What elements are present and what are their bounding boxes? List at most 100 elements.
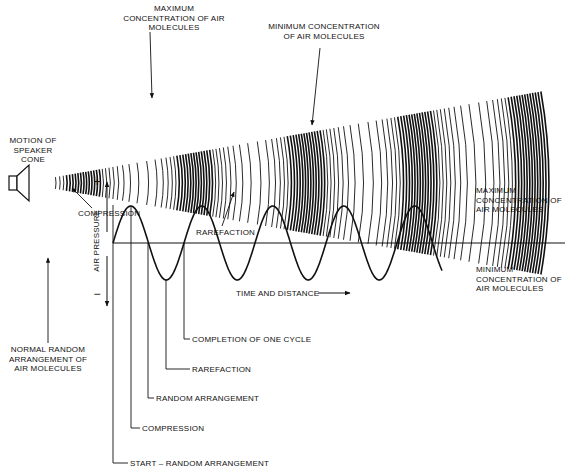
wavefront-arc [74,174,76,193]
wavefront-arc [299,134,303,232]
wavefront-arc [338,127,343,239]
wavefront-arc [193,153,196,213]
wavefront-arc [137,163,139,204]
wavefront-arc [326,129,331,236]
wavefront-arc [449,108,456,258]
wavefront-arc [437,110,443,256]
wavefront-arc [444,109,451,258]
wavefront-arc [290,136,294,231]
wavefront-arc [391,118,397,248]
time-arrow [318,293,350,294]
wavefront-arc [77,173,79,193]
callout-label: COMPLETION OF ONE CYCLE [192,335,332,345]
minus-arrow [107,256,108,306]
wavefront-arc [59,176,61,189]
wavefront-arc [368,122,373,244]
wavefront-arc [63,176,65,191]
wavefront-arc [296,135,300,232]
wavefront-arc [174,156,176,209]
wavefront-arc [170,157,172,209]
callout-label: RANDOM ARRANGEMENT [156,394,276,404]
wavefront-arc [223,148,226,219]
wavefront-arc [312,132,316,234]
wavefront-arc [177,156,179,211]
wavefront-arc [233,146,236,220]
wavefront-arc [69,175,71,192]
wavefront-arc [210,150,213,216]
wavefront-arc [323,130,328,236]
wavefront-arc [199,152,202,214]
wavefront-arc [147,161,149,205]
wavefront-arc [376,121,381,246]
callout-label: RAREFACTION [196,228,266,238]
wavefront-arc [501,98,508,267]
wavefront-arc [440,109,446,257]
wavefront-arc [213,149,216,216]
wavefront-arc [183,155,185,212]
callout-label: AIR PRESSURE [92,206,102,276]
wavefront-arc [434,110,440,255]
wavefront-arc [80,173,83,194]
callout-label: − [92,290,102,300]
wavefront-arc [129,164,131,202]
wavefront-arc [320,130,325,235]
wavefront-arc [257,142,261,225]
wavefront-arc [454,107,461,259]
wavefront-arc [155,160,157,207]
wavefront-arc [306,133,310,233]
wavefront-arc [317,131,322,235]
callout-label: MINIMUM CONCENTRATION OF AIR MOLECULES [476,265,566,294]
callout-label: TIME AND DISTANCE [236,289,326,299]
plus-arrow [107,182,108,232]
wavefront-arc [66,175,68,191]
wavefront-arc [239,145,242,222]
wavefront-arc [166,158,168,209]
wavefront-arc [461,106,468,261]
wavefront-arc [85,172,88,194]
wavefront-arc [102,169,103,197]
wavefront-arc [91,171,92,195]
callout-label: MAXIMUM CONCENTRATION OF AIR MOLECULES [476,186,566,215]
wavefront-arc [334,128,339,238]
wavefront-arc [117,166,118,200]
wavefront-arc [161,158,163,207]
wavefront-arc [314,131,319,234]
callout-label: + [92,178,102,188]
wavefront-arc [344,126,349,239]
wavefront-arc [180,155,182,211]
wavefront-arc [122,165,124,200]
wavefront-arc [382,119,388,246]
wavefront-arc [216,149,219,217]
wavefront-arc [55,177,57,189]
wavefront-arc [188,154,191,213]
wavefront-arc [204,151,207,215]
wavefront-arc [248,143,251,223]
wavefront-arc [196,152,199,213]
wavefront-arc [201,151,204,214]
wavefront-arc [350,125,355,241]
speaker-symbol [9,165,29,201]
wavefront-arc [469,104,476,262]
callout-label: MINIMUM CONCENTRATION OF AIR MOLECULES [268,22,380,41]
wavefront-arc [387,119,393,248]
wavefront-arc [219,148,222,218]
top-leaders [72,32,320,226]
wavefront-arc [186,154,189,212]
wavefront-arc [358,124,363,243]
wavefront-arc [404,116,410,251]
callout-label: START – RANDOM ARRANGEMENT [130,459,290,469]
callout-label: MOTION OF SPEAKER CONE [2,136,64,165]
wavefront-arc [309,132,313,233]
callout-label: COMPRESSION [78,209,148,219]
wavefront-arc [82,172,85,194]
wavefront-arc [287,136,291,230]
sine-wave [113,206,442,280]
wavefront-arc [284,137,288,229]
wavefront-arc [428,111,434,254]
callout-label: RAREFACTION [192,365,292,375]
wavefront-arc [479,102,486,263]
zero-axis [113,243,565,244]
wavefront-arc [272,139,276,227]
wavefront-arc [497,99,504,267]
